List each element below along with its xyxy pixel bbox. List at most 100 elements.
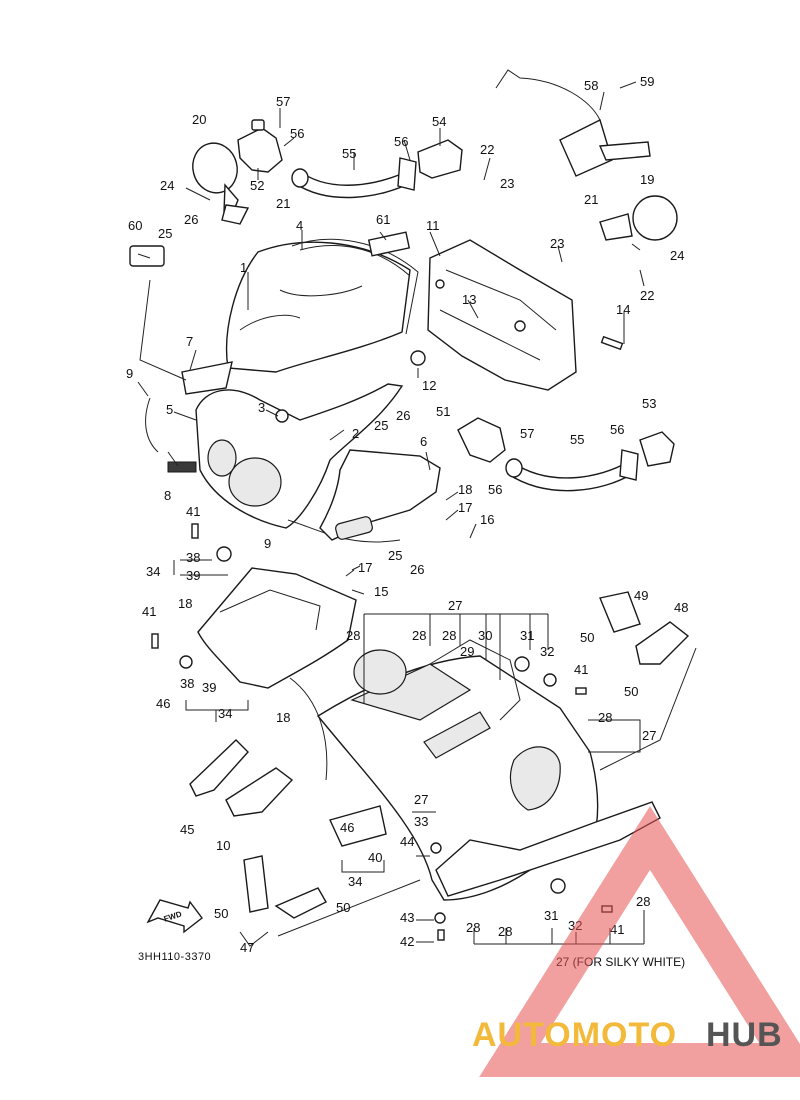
callout-31-a: 31 (520, 628, 534, 643)
drawing-code: 3HH110-3370 (138, 951, 211, 963)
callout-6: 6 (420, 434, 427, 449)
bracket-7 (181, 361, 233, 395)
callout-2: 2 (352, 426, 359, 441)
fwd-arrow: FWD (146, 899, 203, 934)
callout-50-b: 50 (624, 684, 638, 699)
watermark-text-accent: AUTOMOTO (472, 1016, 677, 1054)
under-cowling (435, 801, 661, 897)
callout-24-a: 24 (160, 178, 174, 193)
callout-22-a: 22 (480, 142, 494, 157)
callout-26-c: 26 (410, 562, 424, 577)
callout-52: 52 (250, 178, 264, 193)
air-hose-lower (505, 431, 675, 492)
callout-23-a: 23 (500, 176, 514, 191)
callout-18-a: 18 (458, 482, 472, 497)
callout-9-upper: 9 (126, 366, 133, 381)
callout-50-c: 50 (214, 906, 228, 921)
callout-58: 58 (584, 78, 598, 93)
callout-24-b: 24 (670, 248, 684, 263)
callout-45: 45 (180, 822, 194, 837)
callout-19: 19 (640, 172, 654, 187)
emblem-61 (367, 231, 411, 257)
callout-25-b: 25 (374, 418, 388, 433)
callout-1: 1 (240, 260, 247, 275)
callout-28-e: 28 (466, 920, 480, 935)
callout-12: 12 (422, 378, 436, 393)
callout-30: 30 (478, 628, 492, 643)
callout-56-b: 56 (394, 134, 408, 149)
callout-57-b: 57 (520, 426, 534, 441)
callout-41-c: 41 (574, 662, 588, 677)
callout-38-a: 38 (186, 550, 200, 565)
callout-38-b: 38 (180, 676, 194, 691)
callout-42: 42 (400, 934, 414, 949)
callout-27-c: 27 (414, 792, 428, 807)
callout-54: 54 (432, 114, 446, 129)
callout-41-b: 41 (142, 604, 156, 619)
callout-34-c: 34 (348, 874, 362, 889)
callout-49: 49 (634, 588, 648, 603)
cowling-stay (427, 239, 577, 391)
callout-56-d: 56 (610, 422, 624, 437)
callout-11: 11 (426, 218, 440, 233)
strip-9 (145, 397, 159, 453)
watermark (479, 806, 800, 1077)
callout-53: 53 (642, 396, 656, 411)
watermark-text: AUTOMOTO HUB (472, 1016, 783, 1054)
callout-51: 51 (436, 404, 450, 419)
watermark-text-dark: HUB (706, 1016, 783, 1054)
callout-25-a: 25 (158, 226, 172, 241)
callout-57-a: 57 (276, 94, 290, 109)
callout-47: 47 (240, 940, 254, 955)
bracket-40 (329, 805, 387, 847)
callout-50-a: 50 (580, 630, 594, 645)
callout-15: 15 (374, 584, 388, 599)
mirror-left (192, 142, 250, 225)
callout-28-c: 28 (442, 628, 456, 643)
callout-8: 8 (164, 488, 171, 503)
inner-panel (319, 449, 441, 541)
callout-59: 59 (640, 74, 654, 89)
emblem-8 (167, 461, 197, 473)
bracket-49 (599, 591, 641, 633)
callout-5: 5 (166, 402, 173, 417)
callout-28-d: 28 (598, 710, 612, 725)
callout-43: 43 (400, 910, 414, 925)
callout-34-b: 34 (218, 706, 232, 721)
callout-55-b: 55 (570, 432, 584, 447)
callout-18-b: 18 (178, 596, 192, 611)
windscreen (225, 241, 411, 373)
callout-9-lower: 9 (264, 536, 271, 551)
bracket-45 (189, 739, 249, 797)
air-hose-upper (291, 157, 417, 199)
callout-34-a: 34 (146, 564, 160, 579)
callout-25-c: 25 (388, 548, 402, 563)
callout-56-a: 56 (290, 126, 304, 141)
bracket-48 (635, 621, 690, 665)
air-duct-lower (457, 417, 506, 463)
callout-7: 7 (186, 334, 193, 349)
callout-44: 44 (400, 834, 414, 849)
callout-14: 14 (616, 302, 630, 317)
callout-20: 20 (192, 112, 206, 127)
callout-40: 40 (368, 850, 382, 865)
bracket-47-right (274, 887, 327, 919)
mirror-right (599, 195, 678, 241)
callout-31-b: 31 (544, 908, 558, 923)
callout-28-f: 28 (498, 924, 512, 939)
callout-labels: 1 2 3 4 5 6 7 8 9 9 10 11 12 13 14 15 16… (126, 74, 688, 955)
callout-61: 61 (376, 212, 390, 227)
callout-60: 60 (128, 218, 142, 233)
callout-10: 10 (216, 838, 230, 853)
callout-50-d: 50 (336, 900, 350, 915)
bracket-47-left (243, 855, 269, 913)
callout-17-b: 17 (458, 500, 472, 515)
callout-21-b: 21 (584, 192, 598, 207)
callout-17-a: 17 (358, 560, 372, 575)
callout-29: 29 (460, 644, 474, 659)
callout-46-b: 46 (340, 820, 354, 835)
callout-27-a: 27 (448, 598, 462, 613)
callout-22-b: 22 (640, 288, 654, 303)
callout-46-a: 46 (156, 696, 170, 711)
